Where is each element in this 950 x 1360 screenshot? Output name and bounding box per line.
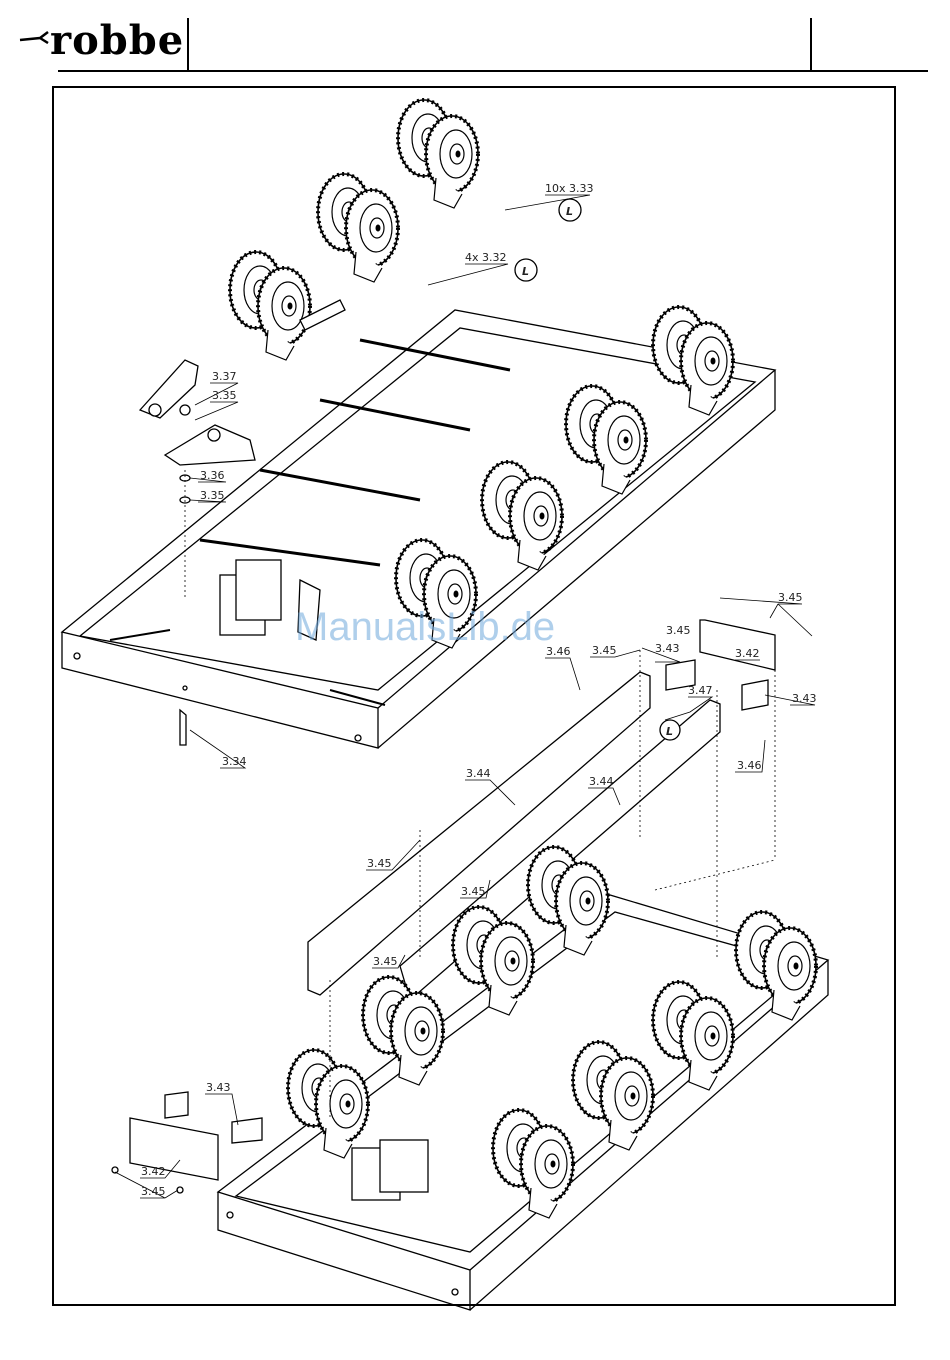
callout-label: 3.34 xyxy=(222,755,247,768)
callout-label: 3.44 xyxy=(589,775,614,788)
callout-label: 3.45 xyxy=(141,1185,166,1198)
callout-label: 3.45 xyxy=(666,624,691,637)
callout-label: 10x 3.33 xyxy=(545,182,594,195)
callout-label: 3.42 xyxy=(141,1165,166,1178)
callout-label: 3.35 xyxy=(212,389,237,402)
callout-label: 3.45 xyxy=(778,591,803,604)
callout-label: 3.46 xyxy=(737,759,762,772)
callout-label: 3.36 xyxy=(200,469,225,482)
callout-label: 3.43 xyxy=(206,1081,231,1094)
loctite-icon: L xyxy=(559,199,581,221)
callout-label: 3.43 xyxy=(792,692,817,705)
callout-label: 3.47 xyxy=(688,684,713,697)
callout-label: 3.35 xyxy=(200,489,225,502)
callout-label: 3.45 xyxy=(592,644,617,657)
watermark-text: ManualsLib.de xyxy=(295,605,555,649)
callout-label: 3.43 xyxy=(655,642,680,655)
loctite-icon: L xyxy=(660,720,680,740)
callout-label: 3.45 xyxy=(367,857,392,870)
callout-label: 3.42 xyxy=(735,647,760,660)
callout-label: 3.44 xyxy=(466,767,491,780)
callout-label: 3.37 xyxy=(212,370,237,383)
svg-text:L: L xyxy=(566,205,573,218)
loctite-icon: L xyxy=(515,259,537,281)
callout-label: 3.45 xyxy=(373,955,398,968)
svg-text:L: L xyxy=(522,265,529,278)
svg-text:L: L xyxy=(666,725,673,738)
callout-label: 3.45 xyxy=(461,885,486,898)
callout-label: 4x 3.32 xyxy=(465,251,507,264)
